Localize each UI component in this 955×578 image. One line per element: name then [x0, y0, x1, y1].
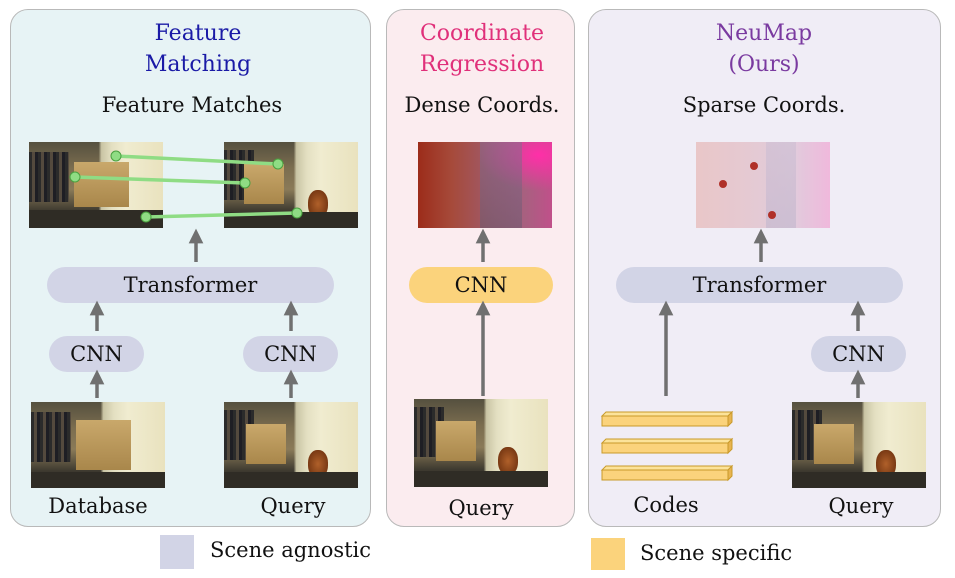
- code-bars: [600, 410, 734, 482]
- feature-matches-label: Feature Matches: [101, 93, 283, 117]
- neumap-title: NeuMap (Ours): [682, 18, 846, 80]
- cnn-block-query-fm: CNN: [243, 336, 338, 372]
- query-image-regression: [414, 399, 548, 487]
- database-label: Database: [48, 494, 148, 518]
- neumap-title-line1: NeuMap: [715, 21, 813, 46]
- feature-matching-title-line2: Matching: [144, 52, 252, 77]
- cnn-block-database: CNN: [49, 336, 144, 372]
- dense-coords-image: [418, 142, 552, 228]
- cnn-block-neumap: CNN: [811, 336, 906, 372]
- codes-label: Codes: [633, 493, 699, 517]
- coordinate-regression-title-line1: Coordinate: [419, 21, 545, 46]
- query-label-neumap: Query: [828, 494, 894, 518]
- query-image-neumap: [792, 402, 926, 488]
- coordinate-regression-title: Coordinate Regression: [400, 18, 564, 80]
- legend-specific-label: Scene specific: [640, 541, 793, 565]
- feature-matching-title: Feature Matching: [118, 18, 278, 80]
- sparse-coord-points: [719, 162, 776, 219]
- feature-matching-title-line1: Feature: [154, 21, 242, 46]
- sparse-coords-label: Sparse Coords.: [682, 93, 846, 117]
- dense-coords-label: Dense Coords.: [404, 93, 560, 117]
- legend-agnostic-label: Scene agnostic: [210, 538, 372, 562]
- neumap-title-line2: (Ours): [728, 52, 800, 77]
- transformer-block-neumap: Transformer: [616, 267, 903, 303]
- sparse-coords-image: [696, 142, 830, 228]
- coordinate-regression-title-line2: Regression: [419, 52, 545, 77]
- database-image: [31, 402, 165, 488]
- code-bar: [600, 437, 734, 455]
- legend-specific-swatch: [591, 538, 625, 570]
- transformer-block-fm: Transformer: [47, 267, 334, 303]
- code-bar: [600, 410, 734, 428]
- query-image-fm: [224, 402, 358, 488]
- feature-match-points: [69, 150, 303, 223]
- query-label-regression: Query: [448, 496, 514, 520]
- feature-match-lines: [74, 154, 298, 219]
- cnn-block-regression: CNN: [409, 267, 553, 303]
- code-bar: [600, 464, 734, 482]
- legend-agnostic-swatch: [160, 535, 194, 569]
- query-label-fm: Query: [260, 494, 326, 518]
